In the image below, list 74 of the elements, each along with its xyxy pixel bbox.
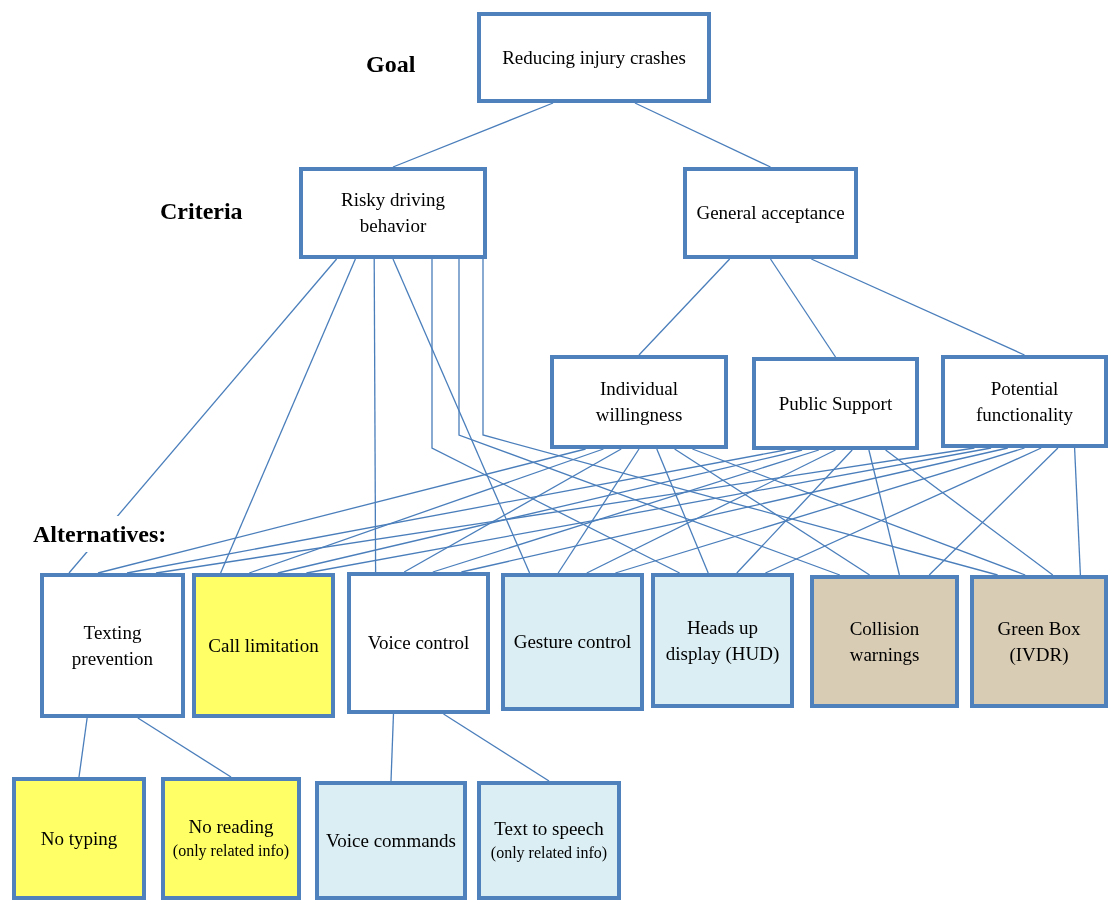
node-label: Voice control xyxy=(367,631,470,656)
connector-line xyxy=(736,449,853,574)
connector-line xyxy=(458,258,841,576)
node-box xyxy=(299,167,487,259)
node-label: Text to speech xyxy=(494,817,604,842)
node-label: No reading xyxy=(188,815,274,840)
connector-line xyxy=(691,448,1026,576)
connector-line xyxy=(460,447,1009,573)
node-label: Potential functionality xyxy=(974,376,1075,427)
level-label: Alternatives: xyxy=(33,516,167,552)
connector-line xyxy=(277,449,803,574)
connector-line xyxy=(868,449,901,576)
connector-line xyxy=(219,258,357,574)
connector-line xyxy=(373,258,377,573)
node-label: Voice commands xyxy=(326,828,456,853)
connector-line xyxy=(442,713,550,782)
node-box xyxy=(651,573,794,708)
connector-line xyxy=(432,449,820,573)
connector-line xyxy=(248,448,605,574)
node-box xyxy=(941,355,1108,448)
node-box xyxy=(192,573,335,718)
connector-line xyxy=(557,448,640,574)
connector-line xyxy=(390,713,395,782)
connector-line xyxy=(614,447,1026,574)
connector-line xyxy=(305,447,992,574)
connector-line xyxy=(78,717,88,778)
connector-line xyxy=(884,449,1054,576)
node-label: Gesture control xyxy=(513,630,632,655)
connector-line xyxy=(656,448,709,574)
connector-line xyxy=(928,447,1059,576)
connector-line xyxy=(403,448,622,573)
connector-line xyxy=(482,258,999,576)
connector-line xyxy=(392,258,531,574)
node-box xyxy=(501,573,644,711)
connector-line xyxy=(137,717,232,778)
node-box xyxy=(12,777,146,900)
connector-line xyxy=(155,447,976,574)
node-label: No typing xyxy=(40,826,118,851)
connector-line xyxy=(769,258,837,358)
node-note: (only related info) xyxy=(490,843,608,864)
node-label: Collision warnings xyxy=(848,616,921,667)
node-box xyxy=(752,357,919,450)
node-box xyxy=(477,12,711,103)
connector-line xyxy=(1073,447,1082,576)
connector-line xyxy=(586,449,837,574)
connector-line xyxy=(97,448,587,574)
node-label: Heads up display (HUD) xyxy=(664,615,781,666)
connector-line xyxy=(638,258,731,356)
node-label: Green Box (IVDR) xyxy=(996,616,1082,667)
connector-line xyxy=(431,258,681,574)
connector-line xyxy=(673,448,871,576)
connector-line xyxy=(634,102,772,168)
node-label: Call limitation xyxy=(208,633,319,658)
connector-line xyxy=(764,447,1042,574)
node-box xyxy=(40,573,185,718)
node-label: Public Support xyxy=(778,391,893,416)
node-note: (only related info) xyxy=(172,841,290,862)
node-label: General acceptance xyxy=(696,201,845,226)
connector-line xyxy=(126,449,787,574)
node-box xyxy=(477,781,621,900)
node-box xyxy=(347,572,490,714)
connector-line xyxy=(810,258,1026,356)
node-label: Reducing injury crashes xyxy=(502,45,686,70)
node-box xyxy=(550,355,728,449)
node-box xyxy=(161,777,301,900)
connector-line xyxy=(68,258,338,574)
node-box xyxy=(315,781,467,900)
node-box xyxy=(970,575,1108,708)
node-label: Individual willingness xyxy=(594,377,684,427)
node-label: Risky driving behavior xyxy=(340,188,446,238)
node-label: Texting prevention xyxy=(70,620,155,671)
connector-line xyxy=(392,102,554,168)
node-box xyxy=(683,167,858,259)
node-box xyxy=(810,575,959,708)
